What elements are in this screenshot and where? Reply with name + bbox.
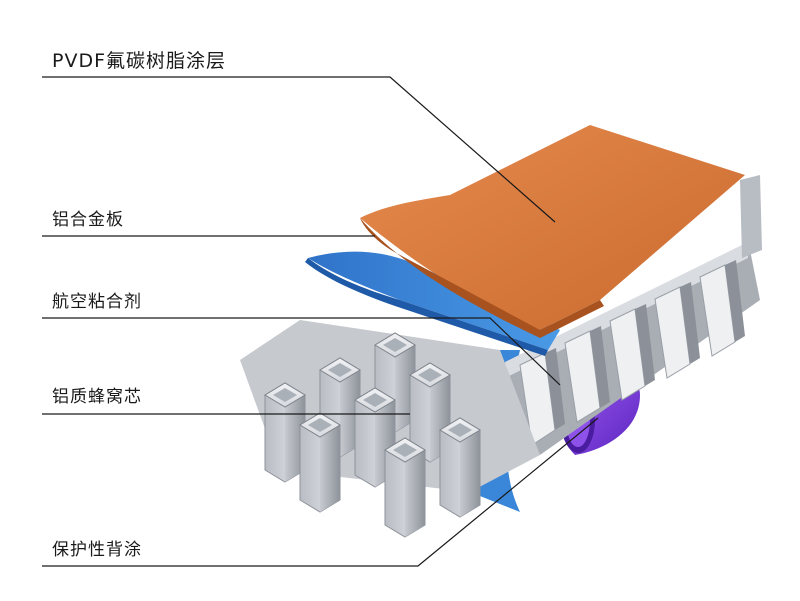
honeycomb-ribs [500, 175, 762, 455]
leader-line-adhesive [42, 317, 561, 386]
label-honeycomb-core: 铝质蜂窝芯 [52, 387, 142, 407]
pvdf-coating-sheet [360, 125, 745, 330]
label-aluminum-plate: 铝合金板 [52, 210, 124, 230]
label-coating: PVDF氟碳树脂涂层 [52, 50, 227, 72]
label-back-coating: 保护性背涂 [52, 540, 142, 560]
label-adhesive: 航空粘合剂 [52, 292, 142, 312]
honeycomb-block [240, 320, 540, 538]
leader-lines [42, 76, 599, 567]
leader-line-coating [42, 76, 556, 223]
leader-line-back-coating [42, 417, 599, 567]
